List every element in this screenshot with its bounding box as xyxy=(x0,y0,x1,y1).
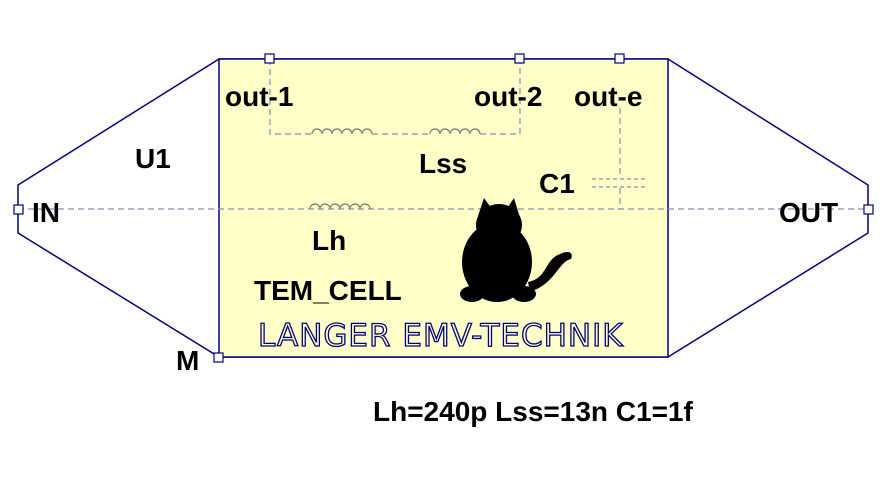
inductor-icon xyxy=(429,128,481,135)
component-ref-label: U1 xyxy=(135,143,171,174)
lss-path-end xyxy=(480,59,521,135)
pin-label-out-1: out-1 xyxy=(225,81,293,112)
cat-logo-icon xyxy=(460,198,572,302)
parameters-label: Lh=240p Lss=13n C1=1f xyxy=(373,396,694,427)
pin-ground[interactable] xyxy=(213,352,224,363)
ground-label: M xyxy=(176,345,199,376)
port-label-out: OUT xyxy=(779,197,838,228)
pin-in[interactable] xyxy=(13,204,24,215)
port-label-in: IN xyxy=(32,197,60,228)
brand-label: LANGER EMV-TECHNIK xyxy=(258,318,624,354)
inductor-icon xyxy=(311,128,373,135)
pin-out-e[interactable] xyxy=(614,53,625,64)
component-body[interactable] xyxy=(218,58,669,358)
c1-label: C1 xyxy=(539,168,575,199)
inductor-icon xyxy=(309,203,371,210)
pin-out-2[interactable] xyxy=(514,53,525,64)
lss-path xyxy=(269,59,312,135)
pin-label-out-2: out-2 xyxy=(474,81,542,112)
lh-label: Lh xyxy=(312,225,346,256)
lss-label: Lss xyxy=(419,148,467,179)
pin-label-out-e: out-e xyxy=(574,81,642,112)
component-type-label: TEM_CELL xyxy=(254,275,402,306)
capacitor-icon xyxy=(592,178,645,188)
pin-out-1[interactable] xyxy=(264,53,275,64)
pin-out[interactable] xyxy=(863,204,874,215)
